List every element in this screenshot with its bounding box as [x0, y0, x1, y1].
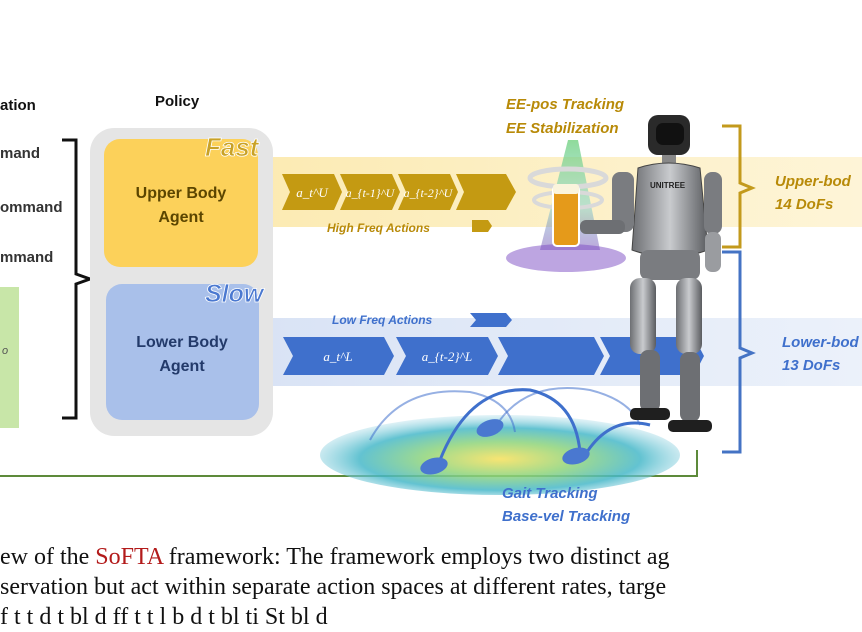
caption-text: framework: The framework employs two dis…	[162, 544, 670, 570]
upper-action-chevron	[282, 174, 342, 210]
upper-body-agent-box	[104, 139, 258, 267]
observation-box-text: o	[2, 345, 8, 357]
lower-action-chevron	[396, 337, 498, 375]
command-item: mand	[0, 145, 40, 162]
lower-agent-label: Agent	[159, 358, 205, 375]
upper-agent-label: Agent	[158, 209, 204, 226]
upper-action-chevron	[398, 174, 458, 210]
observation-bracket	[62, 138, 95, 420]
footprint-icon	[562, 447, 590, 465]
humanoid-robot	[580, 115, 722, 432]
command-item: mmand	[0, 249, 53, 266]
robot-brand: UNITREE	[650, 181, 686, 190]
fast-label: Fast	[205, 132, 260, 162]
footprint-icon	[476, 419, 504, 437]
lower-action-chevron	[498, 337, 604, 375]
upper-action-arrow	[456, 174, 516, 210]
upper-action-token: a_{t-1}^U	[346, 186, 396, 200]
lower-dof-label: Lower-bod	[782, 334, 859, 351]
lower-agent-label: Lower Body	[136, 334, 228, 351]
gait-arc	[438, 388, 582, 461]
beer-glass-icon	[552, 185, 580, 247]
low-freq-arrow-icon	[470, 313, 512, 327]
high-freq-arrow-icon	[472, 220, 492, 232]
feedback-line	[0, 450, 698, 477]
caption-line: f t t d t bl d ff t t l b d t bl ti St b…	[0, 604, 328, 630]
lower-action-chevron	[283, 337, 394, 375]
lower-action-token: a_t^L	[323, 349, 352, 364]
ee-platform	[506, 244, 626, 272]
caption-line: servation but act within separate action…	[0, 574, 667, 600]
gait-arc	[583, 421, 651, 456]
beer-foam	[553, 184, 579, 194]
caption-line: ew of the SoFTA framework: The framework…	[0, 542, 862, 572]
upper-task-label: EE Stabilization	[506, 120, 619, 137]
upper-task-label: EE-pos Tracking	[506, 96, 624, 113]
upper-action-token: a_{t-2}^U	[404, 186, 454, 200]
footprint-icon	[420, 457, 448, 475]
lower-action-token: a_{t-2}^L	[422, 349, 473, 364]
caption-text: ew of the	[0, 544, 96, 570]
low-freq-label: Low Freq Actions	[332, 313, 433, 327]
lower-dof-bracket	[722, 250, 756, 454]
observation-header: ation	[0, 97, 36, 114]
terrain-surface	[320, 415, 680, 495]
upper-action-chevron	[340, 174, 400, 210]
upper-dof-label: Upper-bod	[775, 173, 852, 190]
upper-dof-bracket	[722, 124, 756, 249]
gait-arc	[499, 387, 641, 426]
lower-dof-label: 13 DoFs	[782, 357, 840, 374]
lower-task-label: Gait Tracking	[502, 485, 598, 502]
upper-action-token: a_t^U	[296, 185, 329, 200]
figure-caption: ew of the SoFTA framework: The framework…	[0, 542, 862, 632]
command-item: ommand	[0, 199, 63, 216]
lower-task-label: Base-vel Tracking	[502, 508, 630, 525]
upper-dof-label: 14 DoFs	[775, 196, 833, 213]
softa-link[interactable]: SoFTA	[95, 544, 163, 570]
policy-header: Policy	[155, 93, 200, 110]
high-freq-label: High Freq Actions	[327, 221, 430, 235]
observation-box	[0, 287, 19, 428]
slow-label: Slow	[205, 280, 265, 308]
upper-agent-label: Upper Body	[136, 185, 227, 202]
lower-body-agent-box	[106, 284, 259, 420]
